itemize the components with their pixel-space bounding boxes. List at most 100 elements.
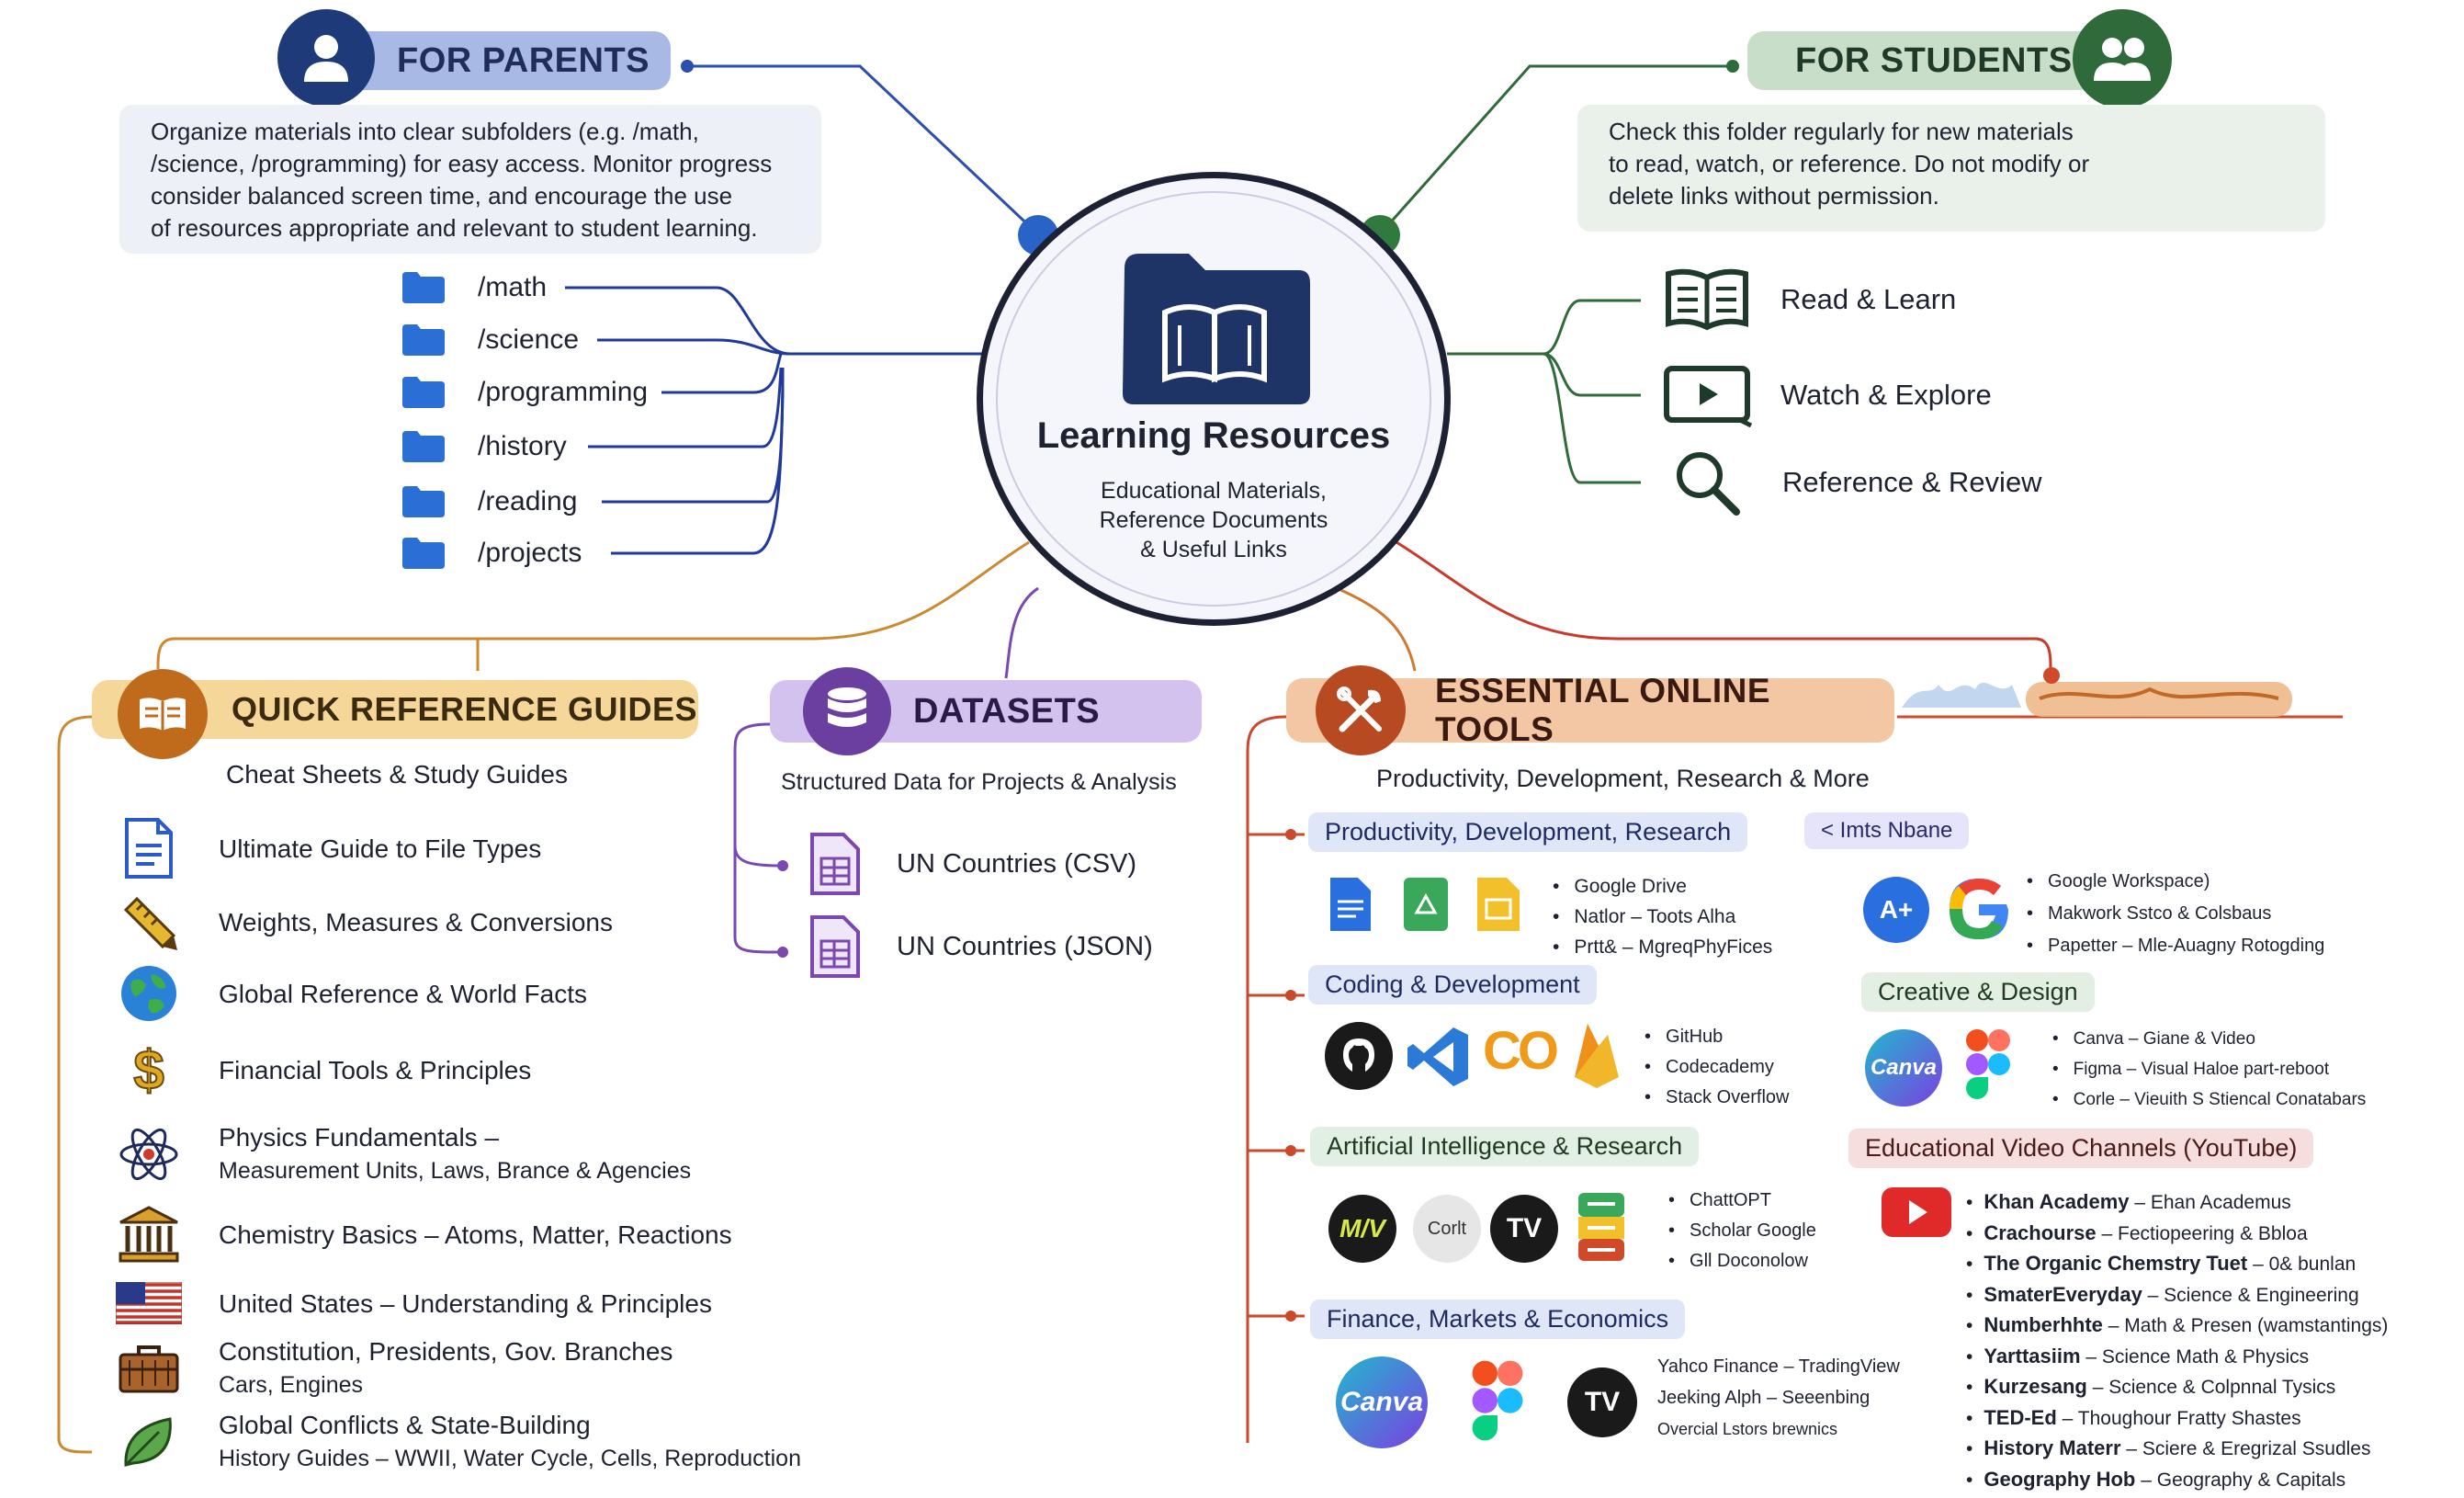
folder-icon — [402, 486, 445, 517]
folder-book-icon — [1115, 241, 1316, 406]
video-channel-list: Khan Academy – Ehan Academus Crachourse … — [1966, 1187, 2388, 1495]
tradingview-icon: TV — [1567, 1367, 1637, 1437]
students-note: Check this folder regularly for new mate… — [1577, 105, 2325, 232]
firebase-icon — [1571, 1020, 1622, 1095]
video-channel[interactable]: History Materr – Sciere & Eregrizal Ssud… — [1966, 1434, 2388, 1465]
group-icon — [2073, 9, 2172, 108]
video-channel[interactable]: TED-Ed – Thoughour Fratty Shastes — [1966, 1403, 2388, 1435]
category-coding[interactable]: Coding & Development — [1308, 965, 1597, 1004]
video-channel[interactable]: SmaterEveryday – Science & Engineering — [1966, 1280, 2388, 1311]
youtube-icon — [1880, 1186, 1953, 1243]
video-channel[interactable]: Khan Academy – Ehan Academus — [1966, 1187, 2388, 1219]
parents-title: FOR PARENTS — [397, 40, 650, 80]
folder-icon — [402, 431, 445, 462]
productivity-list: Google Drive Natlor – Toots Alha Prtt& –… — [1553, 871, 1772, 962]
vscode-icon — [1406, 1024, 1472, 1095]
ruler-pencil-icon — [114, 887, 184, 957]
quick-ref-item[interactable]: Chemistry Basics – Atoms, Matter, Reacti… — [114, 1199, 732, 1269]
folder-icon — [402, 377, 445, 408]
video-channel[interactable]: The Organic Chemstry Tuet – 0& bunlan — [1966, 1249, 2388, 1280]
video-channel[interactable]: Kurzesang – Science & Colpnnal Tysics — [1966, 1372, 2388, 1403]
imtis-list: Google Workspace) Makwork Sstco & Colsba… — [2027, 866, 2324, 962]
google-logo-icon — [1944, 873, 2014, 949]
category-imtis[interactable]: < Imts Nbane — [1804, 812, 1970, 849]
play-icon — [1664, 366, 1753, 427]
book-open-icon — [118, 669, 208, 759]
leaf-icon — [114, 1407, 184, 1477]
ai-logo-icon: M/V — [1328, 1195, 1396, 1263]
quick-ref-item[interactable]: Ultimate Guide to File Types — [114, 813, 541, 883]
datasets-subtitle: Structured Data for Projects & Analysis — [781, 769, 1177, 795]
google-docs-icon — [1328, 876, 1373, 937]
dataset-item-csv[interactable]: UN Countries (CSV) — [807, 831, 1136, 897]
dataset-item-json[interactable]: UN Countries (JSON) — [807, 914, 1153, 980]
quick-ref-title: QUICK REFERENCE GUIDES — [232, 690, 698, 728]
center-title: Learning Resources — [1036, 415, 1391, 456]
book-icon — [1666, 268, 1748, 331]
folder-math[interactable]: /math — [402, 269, 547, 306]
quick-ref-item[interactable]: $ Financial Tools & Principles — [114, 1035, 531, 1105]
globe-icon — [114, 959, 184, 1028]
coding-list: GitHub Codecademy Stack Overflow — [1645, 1022, 1789, 1113]
tradingview-icon: TV — [1490, 1195, 1558, 1263]
datasets-title: DATASETS — [913, 691, 1101, 731]
folder-science[interactable]: /science — [402, 322, 579, 358]
video-channel[interactable]: Numberhhte – Math & Presen (wamstantings… — [1966, 1311, 2388, 1342]
user-icon — [277, 9, 375, 107]
folder-icon — [402, 272, 445, 303]
folder-icon — [402, 324, 445, 356]
center-hub[interactable] — [977, 172, 1451, 626]
atom-icon — [114, 1119, 184, 1189]
folder-history[interactable]: /history — [402, 428, 567, 465]
quick-ref-item[interactable]: United States – Understanding & Principl… — [114, 1268, 712, 1338]
google-drive-icon — [1402, 876, 1450, 937]
video-channel[interactable]: Yarttasiim – Science Math & Physics — [1966, 1342, 2388, 1373]
briefcase-icon — [114, 1333, 184, 1403]
institution-icon — [114, 1199, 184, 1269]
codecademy-icon: CO — [1483, 1021, 1559, 1081]
quick-ref-subtitle: Cheat Sheets & Study Guides — [226, 760, 568, 789]
ai-list: ChattOPT Scholar Google Gll Doconolow — [1668, 1186, 1816, 1277]
students-pill[interactable]: FOR STUDENTS — [1747, 31, 2097, 90]
student-item-watch[interactable]: Watch & Explore — [1663, 363, 1992, 427]
document-icon — [114, 813, 184, 883]
category-ai[interactable]: Artificial Intelligence & Research — [1310, 1127, 1700, 1166]
folder-programming[interactable]: /programming — [402, 374, 648, 411]
finance-list: Yahco Finance – TradingView Jeeking Alph… — [1657, 1356, 1900, 1438]
folder-reading[interactable]: /reading — [402, 483, 577, 520]
students-title: FOR STUDENTS — [1795, 40, 2073, 80]
spreadsheet-icon — [810, 833, 860, 895]
canva-logo-icon: Canva — [1865, 1029, 1942, 1106]
folder-icon — [402, 538, 445, 569]
canva-logo-icon: Canva — [1336, 1356, 1428, 1448]
tools-title: ESSENTIAL ONLINE TOOLS — [1435, 672, 1771, 748]
google-slides-icon — [1475, 876, 1521, 937]
dollar-icon: $ — [132, 1038, 164, 1102]
corlt-logo-icon: Corlt — [1413, 1195, 1481, 1263]
tools-subtitle: Productivity, Development, Research & Mo… — [1376, 765, 1870, 792]
creative-list: Canva – Giane & Video Figma – Visual Hal… — [2052, 1024, 2367, 1115]
quick-ref-item[interactable]: Weights, Measures & Conversions — [114, 887, 613, 957]
folder-projects[interactable]: /projects — [402, 535, 582, 572]
category-video[interactable]: Educational Video Channels (YouTube) — [1848, 1129, 2314, 1168]
category-productivity[interactable]: Productivity, Development, Research — [1308, 812, 1748, 852]
student-item-read[interactable]: Read & Learn — [1663, 267, 1956, 333]
category-finance[interactable]: Finance, Markets & Economics — [1310, 1299, 1686, 1339]
workspace-logo-icon: A+ — [1863, 877, 1929, 943]
category-creative[interactable]: Creative & Design — [1861, 972, 2095, 1012]
notes-stack-icon — [1575, 1189, 1632, 1269]
parents-note: Organize materials into clear subfolders… — [119, 105, 821, 254]
video-channel[interactable]: Geography Hob – Geography & Capitals — [1966, 1465, 2388, 1496]
spreadsheet-icon — [810, 915, 860, 978]
github-icon — [1325, 1022, 1393, 1090]
quick-ref-item[interactable]: Global Reference & World Facts — [114, 959, 587, 1028]
center-subtitle: Educational Materials, Reference Documen… — [1099, 478, 1328, 562]
figma-icon — [1962, 1026, 2014, 1107]
quick-ref-item[interactable]: Physics Fundamentals –Measurement Units,… — [114, 1119, 691, 1189]
student-item-reference[interactable]: Reference & Review — [1670, 446, 2042, 519]
magnifier-icon — [1677, 452, 1740, 516]
video-channel[interactable]: Crachourse – Fectiopeering & Bbloa — [1966, 1219, 2388, 1250]
